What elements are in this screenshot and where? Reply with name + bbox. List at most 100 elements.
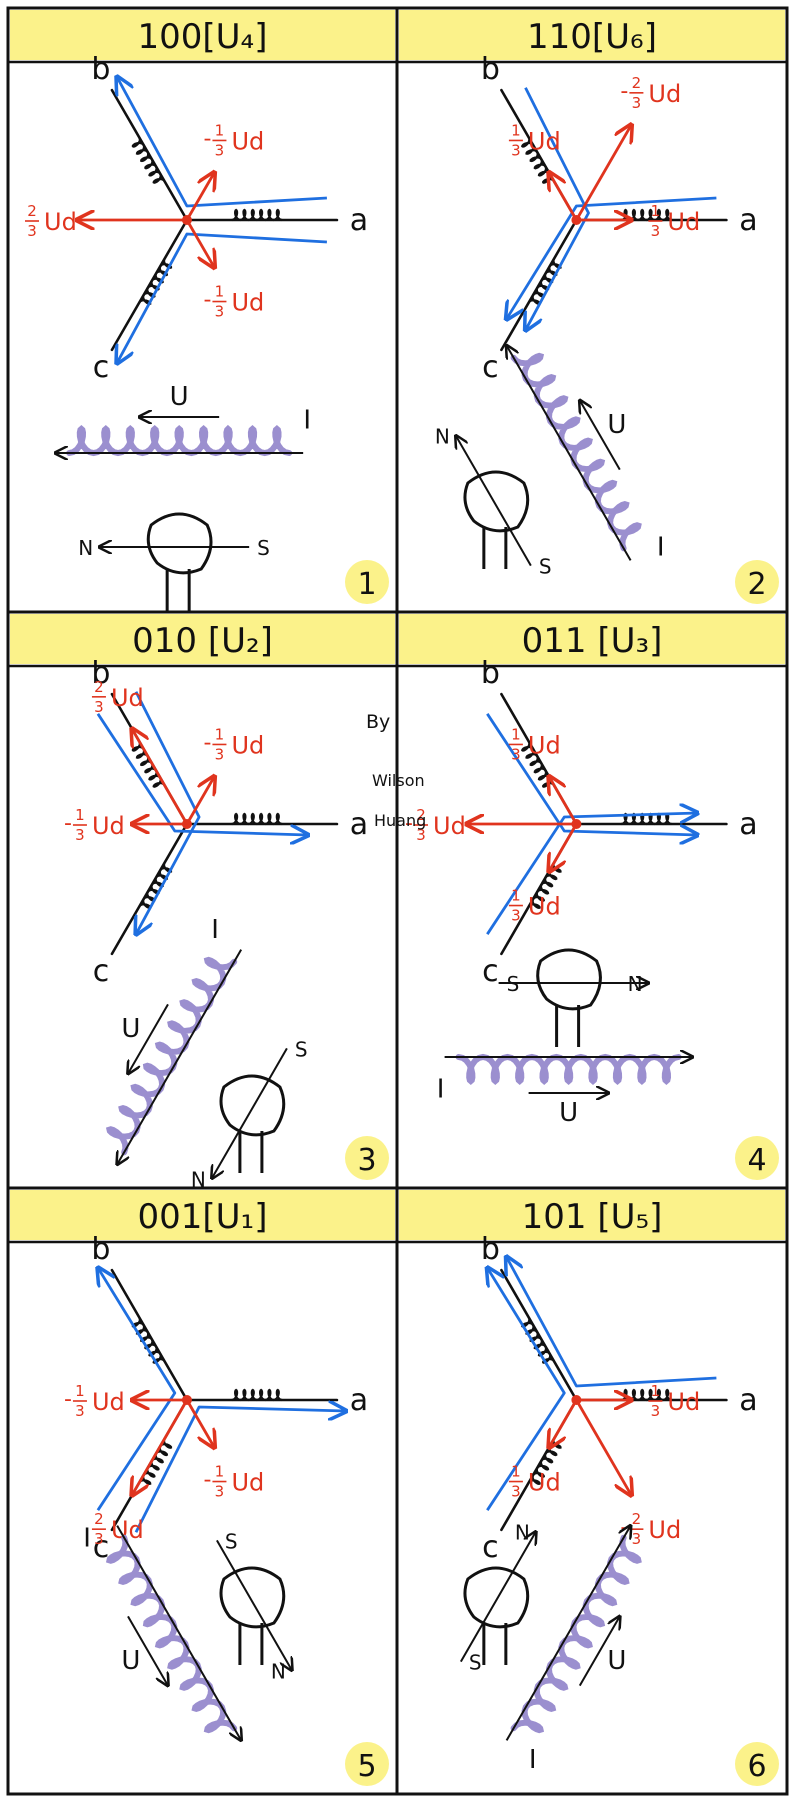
coil-current-label: I <box>437 1074 445 1104</box>
panel-number: 3 <box>357 1143 376 1178</box>
phase-label-a: a <box>739 1383 757 1418</box>
voltage-unit: Ud <box>528 893 561 921</box>
winding-coil-a <box>231 208 283 222</box>
winding-b <box>110 88 189 222</box>
coil-voltage-label: U <box>607 410 626 440</box>
north-label: N <box>191 1167 206 1191</box>
voltage-denominator: 3 <box>632 94 642 112</box>
voltage-sign: - <box>203 288 211 313</box>
north-label: N <box>628 972 643 996</box>
current-paths <box>506 87 717 330</box>
voltage-unit: Ud <box>231 289 264 317</box>
winding-c <box>110 218 189 352</box>
voltage-denominator: 3 <box>94 1530 104 1548</box>
winding-coil-c <box>138 862 173 910</box>
coil-spring <box>66 424 293 457</box>
phase-label-b: b <box>91 52 110 87</box>
winding-coil-a <box>621 1388 672 1402</box>
voltage-unit: Ud <box>433 812 466 840</box>
winding-coil-c <box>138 1438 173 1486</box>
voltage-unit: Ud <box>92 812 125 840</box>
current-path-c-to-a <box>134 1407 346 1533</box>
hand-fist <box>463 1566 530 1629</box>
voltage-numerator: 1 <box>75 806 85 824</box>
right-hand-rule: NS <box>435 425 552 579</box>
north-label: N <box>271 1659 286 1683</box>
winding-coil-a <box>621 812 672 826</box>
phase-label-c: c <box>482 1530 499 1565</box>
panel-number-badge <box>345 1742 389 1786</box>
right-hand-rule: NS <box>191 1037 308 1191</box>
voltage-sign: - <box>405 811 413 836</box>
south-label: S <box>295 1037 308 1061</box>
panel-number-badge <box>345 1136 389 1180</box>
star-winding: abc <box>481 656 758 989</box>
voltage-unit: Ud <box>231 731 264 759</box>
voltage-numerator: 2 <box>94 1510 104 1528</box>
current-path-c-to-b <box>98 1268 177 1511</box>
panel-title: 011 [U₃] <box>522 621 663 661</box>
voltage-vector-c <box>575 125 631 221</box>
voltage-denominator: 3 <box>94 698 104 716</box>
panel-title: 100[U₄] <box>138 17 268 57</box>
voltage-denominator: 3 <box>511 907 521 925</box>
winding-coil-b <box>131 741 166 788</box>
panel-number: 5 <box>357 1749 376 1784</box>
voltage-sign: - <box>620 79 628 104</box>
phase-label-b: b <box>91 656 110 691</box>
coil-voltage-label: U <box>607 1646 626 1676</box>
winding-coil-b <box>521 1317 555 1364</box>
voltage-vector-b <box>549 172 578 221</box>
voltage-numerator: 1 <box>511 121 521 139</box>
voltage-denominator: 3 <box>632 1530 642 1548</box>
voltage-vector-c <box>185 776 215 825</box>
panel-title: 010 [U₂] <box>132 621 273 661</box>
right-hand-rule: NS <box>216 1529 292 1683</box>
voltage-denominator: 3 <box>511 745 521 763</box>
voltage-direction-arrow <box>127 1615 168 1685</box>
hand-fist <box>219 1074 286 1137</box>
voltage-numerator: 2 <box>632 74 642 92</box>
voltage-unit: Ud <box>111 684 144 712</box>
title-highlight <box>10 10 395 60</box>
voltage-direction-arrow <box>580 400 621 471</box>
voltage-unit: Ud <box>231 1469 264 1497</box>
hand-wrist <box>165 569 191 611</box>
right-hand-rule: NS <box>459 1521 536 1675</box>
north-label: N <box>78 536 93 560</box>
voltage-vector-b <box>185 219 215 268</box>
coil-voltage-label: U <box>121 1646 140 1676</box>
current-paths <box>486 713 697 935</box>
coil-spring <box>455 1053 682 1086</box>
voltage-numerator: 1 <box>651 202 661 220</box>
voltage-numerator: 1 <box>511 725 521 743</box>
title-highlight <box>399 1190 785 1240</box>
voltage-numerator: 1 <box>511 1463 521 1481</box>
voltage-numerator: 1 <box>511 887 521 905</box>
hand-fist <box>219 1566 286 1629</box>
voltage-denominator: 3 <box>651 1402 661 1420</box>
title-highlight <box>399 614 785 664</box>
coil-axis-arrow <box>505 1526 631 1741</box>
voltage-denominator: 3 <box>511 1483 521 1501</box>
coil-axis-arrow <box>117 949 243 1165</box>
voltage-vector-c <box>132 1399 189 1495</box>
voltage-numerator: 2 <box>632 1510 642 1528</box>
voltage-denominator: 3 <box>215 303 225 321</box>
winding-coil-a <box>231 812 283 826</box>
